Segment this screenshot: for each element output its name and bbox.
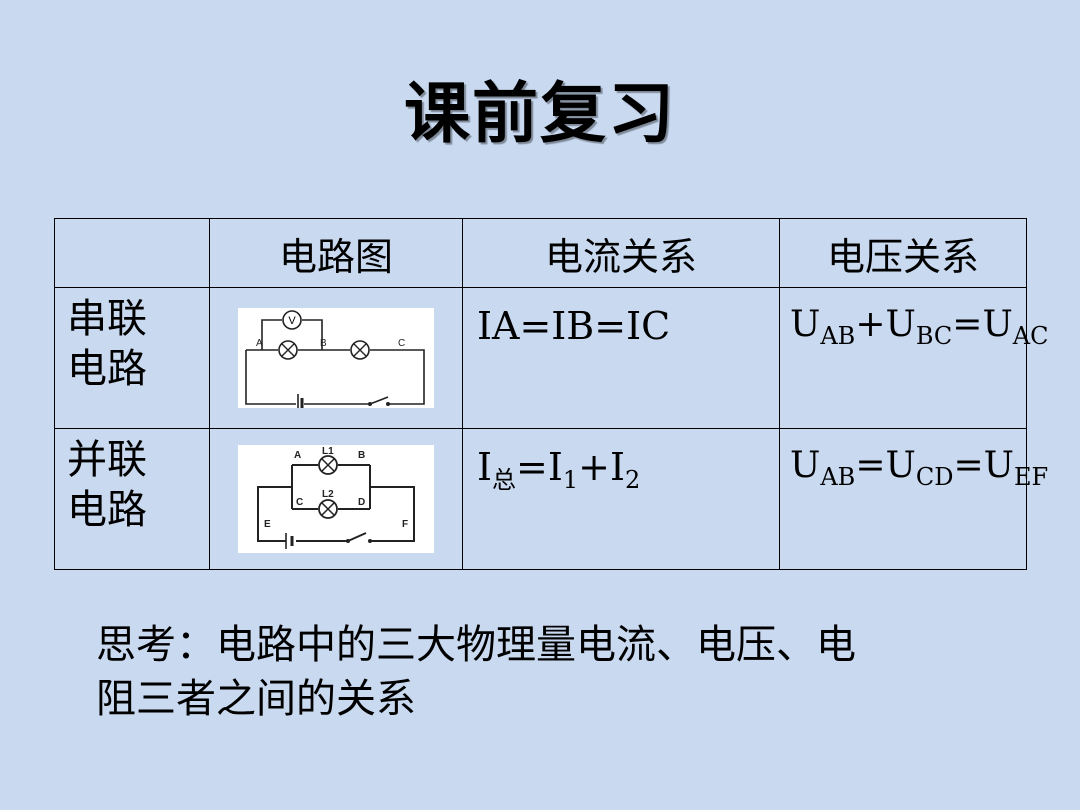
table-row-parallel: 并联 电路 xyxy=(54,428,1048,570)
switch-contact-icon xyxy=(368,402,390,406)
battery-icon xyxy=(285,533,294,549)
formula-subscript: EF xyxy=(1013,463,1049,491)
lamp-icon xyxy=(350,340,370,360)
formula-symbol: +I xyxy=(578,445,626,489)
series-circuit-diagram: V xyxy=(238,308,434,414)
formula-subscript: AB xyxy=(820,322,856,350)
parallel-current-relation: I总=I1+I2 xyxy=(462,428,780,570)
formula-subscript: BC xyxy=(915,322,953,350)
parallel-circuit-diagram: A L1 B L2 C D E F xyxy=(238,445,434,553)
formula-subscript: AC xyxy=(1012,322,1049,350)
header-current-relation: 电流关系 xyxy=(462,218,780,288)
think-line: 阻三者之间的关系 xyxy=(96,676,416,722)
row-label-line: 并联 xyxy=(67,437,147,483)
formula-subscript: CD xyxy=(915,463,954,491)
table-row-series: 串联 电路 xyxy=(54,287,1049,429)
lamp-icon xyxy=(278,340,298,360)
formula-subscript: 总 xyxy=(492,466,517,494)
node-label: B xyxy=(320,338,327,349)
node-label: F xyxy=(402,519,408,530)
parallel-voltage-relation: UAB=UCD=UEF xyxy=(779,428,1048,570)
row-label-line: 电路 xyxy=(67,487,147,533)
node-label: C xyxy=(296,497,303,508)
parallel-circuit-svg: A L1 B L2 C D E F xyxy=(257,446,415,549)
formula-symbol: =I xyxy=(516,445,563,489)
formula-symbol: U xyxy=(790,304,821,345)
header-voltage-relation: 电压关系 xyxy=(779,218,1027,288)
node-label: E xyxy=(264,519,271,530)
row-label-line: 电路 xyxy=(67,346,147,392)
node-label: A xyxy=(294,450,301,461)
switch-contact-icon xyxy=(346,539,372,543)
node-label: A xyxy=(256,338,263,349)
node-label: D xyxy=(358,497,365,508)
formula-subscript: AB xyxy=(820,463,856,491)
row-label-line: 串联 xyxy=(67,296,147,342)
formula-symbol: +U xyxy=(855,304,916,345)
lamp-label: L2 xyxy=(322,489,334,500)
parallel-diagram-cell: A L1 B L2 C D E F xyxy=(209,428,463,570)
battery-icon xyxy=(297,394,304,414)
formula-subscript: 2 xyxy=(625,466,641,494)
series-current-relation: IA=IB=IC xyxy=(462,287,780,429)
formula-symbol: I xyxy=(477,445,493,489)
lamp-icon xyxy=(318,455,338,475)
row-label-parallel: 并联 电路 xyxy=(54,428,210,570)
node-label: B xyxy=(358,450,365,461)
series-diagram-cell: V xyxy=(209,287,463,429)
voltmeter-label: V xyxy=(288,315,296,327)
formula-symbol: =U xyxy=(952,304,1013,345)
lamp-icon xyxy=(318,499,338,519)
voltmeter-icon xyxy=(282,310,302,330)
node-label: C xyxy=(398,338,405,349)
think-question: 思考：电路中的三大物理量电流、电压、电 阻三者之间的关系 xyxy=(96,618,1036,726)
formula-symbol: =U xyxy=(855,445,916,486)
header-cell-empty xyxy=(54,218,210,288)
formula-subscript: 1 xyxy=(562,466,579,494)
series-voltage-relation: UAB+UBC=UAC xyxy=(779,287,1049,429)
header-circuit-diagram: 电路图 xyxy=(209,218,463,288)
formula-symbol: U xyxy=(790,445,821,486)
formula-symbol: =U xyxy=(953,445,1014,486)
slide-title: 课前复习 xyxy=(404,75,676,152)
row-label-series: 串联 电路 xyxy=(54,287,210,429)
series-circuit-svg: V xyxy=(245,310,425,414)
lamp-label: L1 xyxy=(322,446,334,457)
current-formula: IA=IB=IC xyxy=(477,304,671,348)
table-header-row: 电路图 电流关系 电压关系 xyxy=(54,218,1027,288)
review-table: 电路图 电流关系 电压关系 串联 电路 xyxy=(54,218,1049,570)
think-line: 思考：电路中的三大物理量电流、电压、电 xyxy=(96,622,856,668)
